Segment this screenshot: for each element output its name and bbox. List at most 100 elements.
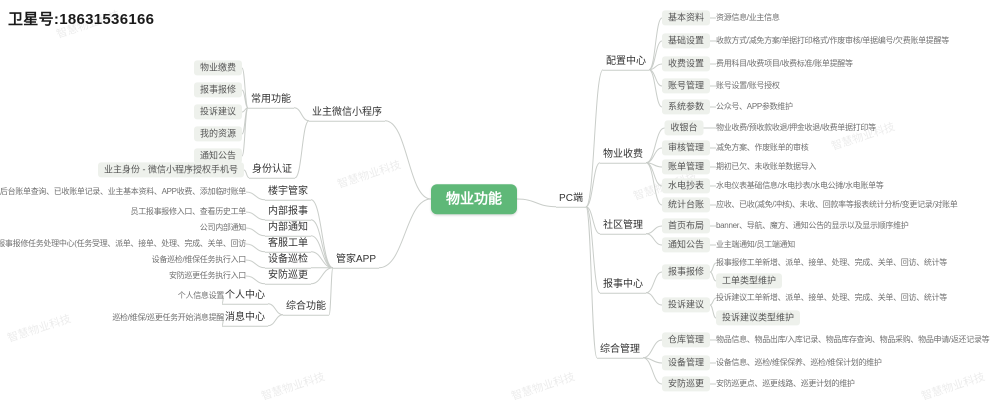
edge-pc-rcenter — [585, 206, 601, 294]
edge-inotice-inotice_leaf — [245, 227, 266, 237]
mindmap-node-prepair_leaf2[interactable]: 工单类型维护 — [716, 273, 783, 289]
mindmap-node-audit[interactable]: 审核管理 — [661, 140, 711, 156]
edge-config-bset — [648, 40, 663, 71]
mindmap-node-gmgmt[interactable]: 综合管理 — [597, 342, 643, 359]
mindmap-node-inotice[interactable]: 内部通知 — [265, 220, 311, 237]
mindmap-node-acct_leaf[interactable]: 账号设置/账号授权 — [716, 81, 780, 90]
mindmap-node-dinspect_leaf[interactable]: 设备巡检/维保任务执行入口 — [151, 255, 247, 264]
mindmap-node-fset[interactable]: 收费设置 — [661, 56, 711, 72]
mindmap-node-prepair[interactable]: 报事报修 — [661, 264, 711, 280]
edge-fee-stats — [645, 162, 663, 206]
edge-pc-config — [585, 69, 604, 208]
edge-config-sys — [648, 69, 663, 108]
mindmap-node-prepair_leaf1[interactable]: 报事报修工单新增、派单、接单、处理、完成、关单、回访、统计等 — [716, 258, 947, 267]
mindmap-node-cnotice_leaf[interactable]: 业主端通知/员工端通知 — [716, 240, 795, 249]
mindmap-node-cnotice[interactable]: 通知公告 — [661, 237, 711, 253]
mindmap-node-ireport[interactable]: 内部报事 — [265, 204, 311, 221]
mindmap-node-pcomplaint_leaf1[interactable]: 投诉建议工单新增、派单、接单、处理、完成、关单、回访、统计等 — [716, 293, 947, 302]
edge-config-fset — [648, 63, 663, 71]
mindmap-node-spatrol_leaf[interactable]: 安防巡更任务执行入口 — [169, 271, 246, 280]
mindmap-node-bset_leaf[interactable]: 收款方式/减免方案/单据打印格式/作废审核/单据编号/欠费账单提醒等 — [716, 36, 949, 45]
edge-pcomplaint-pcomplaint_leaf2 — [709, 304, 717, 319]
mindmap-node-bill_leaf[interactable]: 期初已欠、未收账单数据导入 — [716, 162, 817, 171]
mindmap-node-stats[interactable]: 统计台账 — [661, 197, 711, 213]
mindmap-node-sys[interactable]: 系统参数 — [661, 99, 711, 115]
mindmap-node-dinspect[interactable]: 设备巡检 — [265, 252, 311, 269]
edge-ireport-ireport_leaf — [245, 211, 266, 221]
mindmap-node-meter[interactable]: 水电抄表 — [661, 178, 711, 194]
mindmap-node-pcomplaint_leaf2[interactable]: 投诉建议类型维护 — [716, 310, 801, 326]
edge-rcenter-pcomplaint — [645, 292, 663, 306]
mindmap-node-devmgmt[interactable]: 设备管理 — [661, 355, 711, 371]
edge-rcenter-prepair — [645, 271, 663, 294]
mindmap-node-comprehensive[interactable]: 综合功能 — [283, 299, 329, 316]
mindmap-node-home_leaf[interactable]: banner、导航、魔方、通知公告的显示以及显示顺序维护 — [716, 221, 909, 230]
mindmap-node-identity[interactable]: 身份认证 — [249, 162, 295, 179]
mindmap-node-building[interactable]: 楼宇管家 — [265, 184, 311, 201]
mindmap-node-personal[interactable]: 个人中心 — [222, 288, 268, 305]
mindmap-node-audit_leaf[interactable]: 减免方案、作废账单的审核 — [716, 143, 809, 152]
edge-fee-audit — [645, 147, 663, 164]
mindmap-node-acct[interactable]: 账号管理 — [661, 78, 711, 94]
mindmap-node-butler[interactable]: 管家APP — [332, 252, 380, 269]
mindmap-node-message[interactable]: 消息中心 — [222, 310, 268, 327]
mindmap-node-cashier[interactable]: 收银台 — [664, 120, 704, 136]
edge-common-notice — [241, 107, 249, 157]
edge-butler-inotice — [310, 235, 334, 269]
mindmap-node-fset_leaf[interactable]: 费用科目/收费项目/收费标准/账单提醒等 — [716, 59, 853, 68]
edge-butler-ireport — [310, 219, 334, 269]
mindmap-node-notice[interactable]: 通知公告 — [193, 148, 243, 164]
mindmap-node-inotice_leaf[interactable]: 公司内部通知 — [199, 223, 247, 232]
mindmap-node-basic_leaf[interactable]: 资源信息/业主信息 — [716, 13, 780, 22]
mindmap-node-pay[interactable]: 物业缴费 — [193, 60, 243, 76]
edge-gmgmt-ppatrol — [642, 357, 663, 385]
mindmap-node-devmgmt_leaf[interactable]: 设备信息、巡检/维保保养、巡检/维保计划的维护 — [716, 358, 882, 367]
mindmap-node-fee[interactable]: 物业收费 — [600, 147, 646, 164]
mindmap-node-personal_leaf[interactable]: 个人信息设置 — [177, 291, 225, 300]
mindmap-node-cashier_leaf[interactable]: 物业收费/预收款收退/押金收退/收费单据打印等 — [716, 123, 876, 132]
edge-common-repair — [241, 89, 249, 109]
mindmap-node-pcomplaint[interactable]: 投诉建议 — [661, 297, 711, 313]
mindmap-node-message_leaf[interactable]: 巡检/维保/巡更任务开始消息提醒 — [112, 313, 224, 322]
mindmap-node-community[interactable]: 社区管理 — [600, 218, 646, 235]
mindmap-node-pc[interactable]: PC端 — [556, 191, 586, 208]
edge-root-wechat — [384, 120, 432, 200]
mindmap-node-meter_leaf[interactable]: 水电仪表基础信息/水电抄表/水电公摊/水电账单等 — [716, 181, 884, 190]
mindmap-node-repair[interactable]: 报事报修 — [193, 82, 243, 98]
mindmap-node-rcenter[interactable]: 报事中心 — [600, 277, 646, 294]
mindmap-node-home[interactable]: 首页布局 — [661, 218, 711, 234]
mindmap-node-sys_leaf[interactable]: 公众号、APP参数维护 — [716, 102, 793, 111]
edge-gmgmt-warehouse — [642, 339, 663, 359]
edge-prepair-prepair_leaf2 — [709, 271, 717, 282]
edge-comprehensive-message — [267, 314, 284, 327]
mindmap-node-warehouse[interactable]: 仓库管理 — [661, 332, 711, 348]
mindmap-node-common[interactable]: 常用功能 — [248, 92, 294, 109]
mindmap-node-ireport_leaf[interactable]: 员工报事报修入口、查看历史工单 — [130, 207, 247, 216]
mindmap-node-complaint[interactable]: 投诉建议 — [193, 104, 243, 120]
mindmap-node-warehouse_leaf[interactable]: 物品信息、物品出库/入库记录、物品库存查询、物品采购、物品申请/返还记录等 — [716, 335, 990, 344]
mindmap-node-wechat[interactable]: 业主微信小程序 — [309, 105, 385, 122]
mindmap-node-ppatrol[interactable]: 安防巡更 — [661, 376, 711, 392]
mindmap-node-ppatrol_leaf[interactable]: 安防巡更点、巡更线路、巡更计划的维护 — [716, 379, 855, 388]
edge-wechat-identity — [294, 120, 310, 179]
mindmap-node-bset[interactable]: 基础设置 — [661, 33, 711, 49]
mindmap-node-root[interactable]: 物业功能 — [431, 184, 517, 214]
mindmap-node-sorder_leaf[interactable]: 报事报修任务处理中心(任务受理、派单、接单、处理、完成、关单、回访 — [0, 239, 246, 248]
edge-comprehensive-personal — [267, 303, 284, 316]
mindmap-node-basic[interactable]: 基本资料 — [661, 10, 711, 26]
mindmap-node-myres[interactable]: 我的资源 — [193, 126, 243, 142]
mindmap-node-bill[interactable]: 账单管理 — [661, 159, 711, 175]
edge-identity-identity_leaf — [243, 169, 250, 179]
mindmap-node-stats_leaf[interactable]: 应收、已收(减免/冲核)、未收、回款率等报表统计分析/变更记录/对账单 — [716, 200, 958, 209]
mindmap-node-config[interactable]: 配置中心 — [603, 54, 649, 71]
mindmap-node-identity_leaf[interactable]: 业主身份 - 微信小程序授权手机号 — [98, 162, 244, 178]
edge-root-butler — [378, 198, 432, 269]
mindmap-node-building_leaf[interactable]: 后台账单查询、已收账单记录、业主基本资料、APP收费、添加临时账单 — [0, 187, 246, 196]
mindmap-node-sorder[interactable]: 客服工单 — [265, 236, 311, 253]
edge-community-cnotice — [645, 233, 663, 246]
header-title: 卫星号:18631536166 — [8, 11, 155, 28]
mindmap-node-spatrol[interactable]: 安防巡更 — [265, 268, 311, 285]
